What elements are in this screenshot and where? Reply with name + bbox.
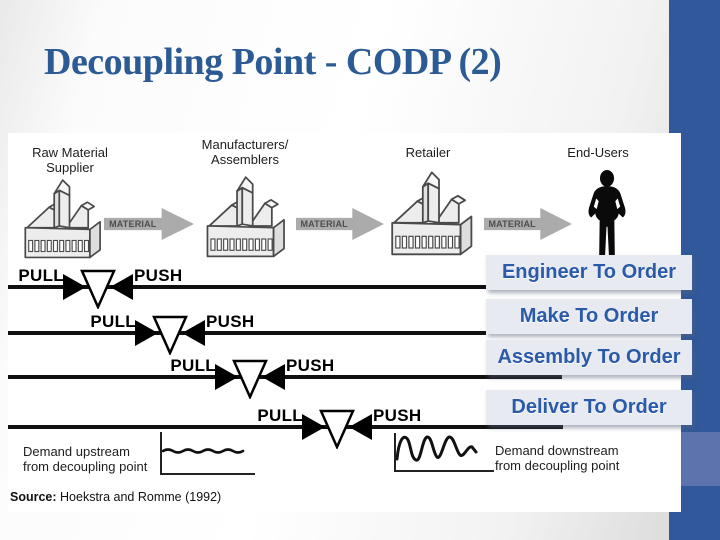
pull-label: PULL [18,266,64,285]
material-label: MATERIAL [488,219,536,229]
upstream-demand-chart [160,432,255,475]
push-label: PUSH [206,312,255,331]
flow-line [8,425,563,429]
pull-arrowhead-icon [302,414,325,440]
factory-icon [15,175,107,260]
material-flow-arrow: MATERIAL [484,208,572,240]
demand-upstream-note: Demand upstream from decoupling point [23,444,148,474]
flow-line [8,285,490,289]
person-icon [585,170,629,258]
pull-label: PULL [257,406,303,425]
pull-label: PULL [170,356,216,375]
demand-downstream-note: Demand downstream from decoupling point [495,443,620,473]
entity-label-retailer: Retailer [405,145,451,160]
page-title: Decoupling Point - CODP (2) [44,41,502,83]
entity-label-manufacturers-assemblers: Manufacturers/ Assemblers [201,137,289,167]
material-flow-arrow: MATERIAL [104,208,194,240]
pull-label: PULL [90,312,136,331]
diagram-panel: Raw Material Supplier Manufacturers/ Ass… [8,133,692,512]
strategy-label-make-to-order: Make To Order [486,299,692,334]
entity-label-raw-material-supplier: Raw Material Supplier [32,145,108,175]
decoupling-point-triangle-icon [319,409,355,449]
decoupling-point-triangle-icon [152,315,188,355]
push-label: PUSH [373,406,422,425]
push-arrowhead-icon [349,414,372,440]
downstream-demand-chart [394,433,494,472]
entity-label-end-users: End-Users [567,145,629,160]
push-arrowhead-icon [110,274,133,300]
strategy-label-engineer-to-order: Engineer To Order [486,255,692,290]
pull-arrowhead-icon [63,274,86,300]
factory-icon [385,167,475,257]
material-flow-arrow: MATERIAL [296,208,384,240]
push-arrowhead-icon [182,320,205,346]
pull-arrowhead-icon [135,320,158,346]
push-label: PUSH [134,266,183,285]
strategy-label-assembly-to-order: Assembly To Order [486,340,692,375]
source-note: Source: Hoekstra and Romme (1992) [10,490,221,504]
push-arrowhead-icon [262,364,285,390]
pull-arrowhead-icon [215,364,238,390]
push-label: PUSH [286,356,335,375]
decoupling-point-triangle-icon [232,359,268,399]
material-label: MATERIAL [300,219,348,229]
decoupling-point-triangle-icon [80,269,116,309]
accent-bar-light-block [681,432,720,486]
flow-line [8,331,486,335]
source-text: Hoekstra and Romme (1992) [60,490,222,504]
strategy-label-deliver-to-order: Deliver To Order [486,390,692,425]
factory-icon [198,172,290,259]
flow-line [8,375,562,379]
source-prefix: Source: [10,490,57,504]
material-label: MATERIAL [109,219,157,229]
